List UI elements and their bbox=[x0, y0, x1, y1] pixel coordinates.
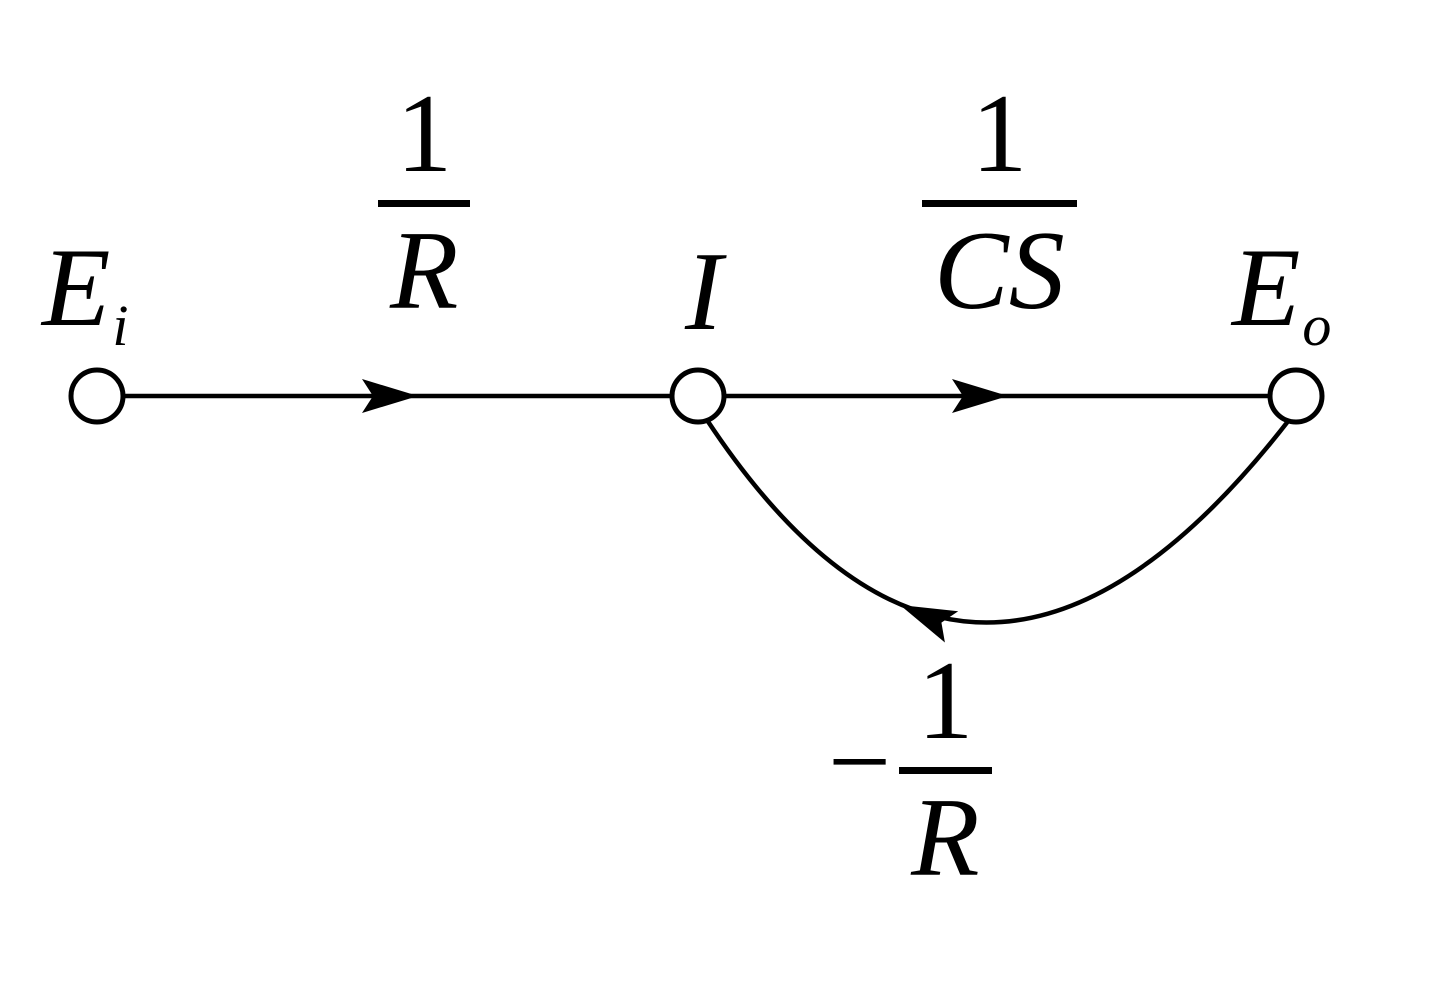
node-label-output-subscript: o bbox=[1302, 293, 1332, 358]
node-middle-circle bbox=[669, 367, 727, 425]
node-label-input-subscript: i bbox=[112, 293, 129, 358]
node-input-circle bbox=[68, 367, 126, 425]
fraction-numerator: 1 bbox=[971, 72, 1028, 196]
branch-curve-feedback bbox=[705, 418, 1291, 625]
fraction-one-over-r: 1 R bbox=[378, 72, 471, 327]
minus-sign: − bbox=[828, 699, 892, 824]
gain-label-middle-to-output: 1 CS bbox=[922, 78, 1077, 327]
node-label-input-symbol: E bbox=[42, 226, 111, 350]
node-label-middle: I bbox=[685, 236, 724, 348]
node-label-middle-symbol: I bbox=[685, 230, 723, 354]
fraction-numerator: 1 bbox=[917, 639, 974, 763]
gain-label-feedback: − 1 R bbox=[828, 645, 992, 894]
fraction-denominator: CS bbox=[922, 200, 1077, 327]
fraction-denominator: R bbox=[378, 200, 471, 327]
node-label-output-symbol: E bbox=[1232, 226, 1301, 350]
node-output-circle bbox=[1267, 367, 1325, 425]
node-label-input: Ei bbox=[42, 232, 129, 355]
arrowhead-middle-to-output bbox=[952, 379, 1008, 413]
fraction-denominator: R bbox=[899, 767, 992, 894]
fraction-one-over-r-negative: 1 R bbox=[899, 639, 992, 894]
node-label-output: Eo bbox=[1232, 232, 1331, 355]
gain-label-input-to-middle: 1 R bbox=[378, 72, 471, 327]
fraction-numerator: 1 bbox=[396, 72, 453, 196]
arrowhead-feedback bbox=[900, 605, 959, 643]
arrowhead-input-to-middle bbox=[362, 379, 418, 413]
fraction-one-over-cs: 1 CS bbox=[922, 78, 1077, 327]
